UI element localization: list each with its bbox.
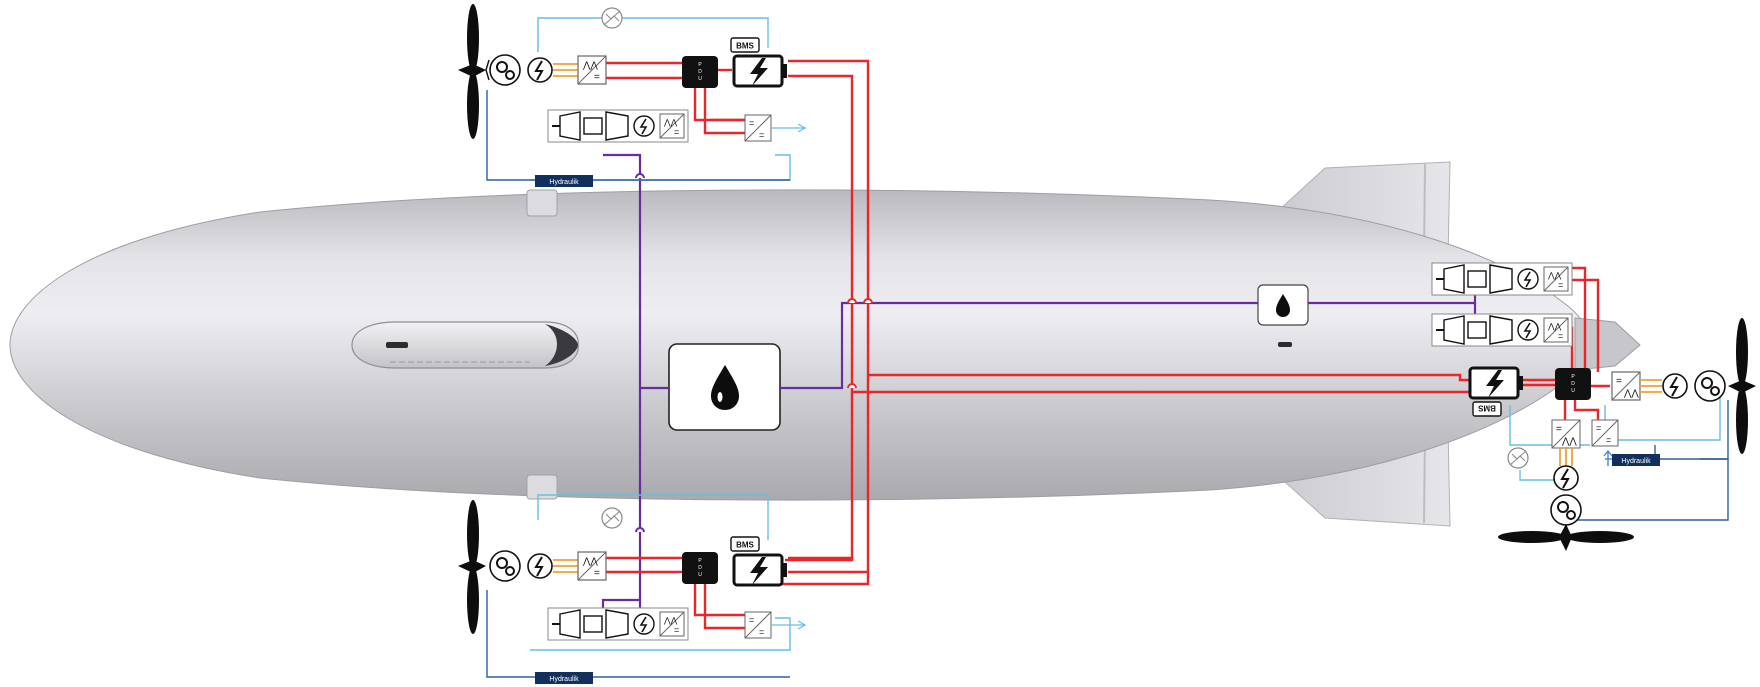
heat-exchanger-icon [601, 7, 623, 29]
propeller-icon [458, 500, 486, 634]
svg-text:=: = [759, 627, 764, 637]
svg-text:D: D [698, 69, 702, 75]
pdu-box: P D U [682, 552, 718, 584]
stern-cone [1574, 317, 1641, 371]
svg-text:⋀⋀: ⋀⋀ [1623, 388, 1639, 398]
gas-turbine-icon: ⋀⋀ = [547, 607, 689, 641]
electric-motor-icon [527, 57, 553, 83]
hydraulic-lines [486, 90, 1729, 678]
bms-label: BMS [736, 42, 754, 51]
svg-text:=: = [1596, 423, 1601, 433]
electric-motor-icon [1662, 373, 1688, 399]
airship-hull [9, 161, 1641, 527]
dc-dc-converter-icon: = = [744, 611, 772, 639]
aft-fuel-tank [1257, 284, 1309, 326]
bms-chip-icon: BMS [730, 37, 760, 53]
gas-turbine-icon: ⋀⋀ = [1431, 313, 1573, 347]
upper-engine-module: ⋀⋀ = P D U BMS [458, 4, 807, 187]
svg-text:=: = [749, 118, 754, 128]
bms-chip-icon: BMS [730, 536, 760, 552]
svg-text:=: = [674, 127, 679, 137]
heat-exchanger-icon [1507, 447, 1529, 469]
hydraulik-tag: Hydraulik [535, 672, 593, 684]
sensor-window [1278, 342, 1292, 347]
svg-text:⋀⋀: ⋀⋀ [1561, 436, 1577, 446]
inverter-icon: ⋀⋀ = [577, 551, 607, 581]
gearbox-icon [1550, 494, 1582, 526]
lower-engine-module: ⋀⋀ = P D U BMS [458, 500, 807, 684]
propeller-icon [1728, 318, 1756, 454]
svg-text:=: = [594, 568, 600, 579]
inverter-icon: = ⋀⋀ [1611, 371, 1641, 401]
fuel-drop-icon [1276, 294, 1290, 317]
gearbox-icon [1694, 370, 1726, 402]
hydraulik-tag: Hydraulik [535, 175, 593, 187]
svg-text:P: P [698, 62, 702, 68]
svg-text:=: = [1556, 424, 1562, 435]
aft-engine-module: ⋀⋀ = ⋀⋀ = BMS P [1431, 262, 1756, 551]
battery-icon [732, 553, 787, 587]
fuel-lines [601, 153, 1477, 615]
svg-text:U: U [698, 76, 702, 82]
hydraulik-label: Hydraulik [549, 676, 579, 683]
battery-icon [732, 54, 787, 88]
propeller-icon [1498, 524, 1634, 551]
pdu-box: P D U [682, 56, 718, 88]
svg-text:P: P [1571, 374, 1575, 380]
battery-icon [1468, 366, 1523, 400]
svg-text:=: = [1558, 331, 1563, 341]
inverter-icon: = ⋀⋀ [1551, 419, 1581, 449]
electric-motor-icon [527, 553, 553, 579]
svg-text:⋀⋀: ⋀⋀ [663, 118, 678, 127]
propeller-icon [458, 4, 486, 139]
svg-text:U: U [698, 572, 702, 578]
dc-dc-converter-icon: = = [1591, 419, 1619, 447]
svg-text:=: = [1606, 435, 1611, 445]
hydraulik-label: Hydraulik [1621, 458, 1651, 465]
gearbox-icon [489, 550, 521, 582]
bms-chip-icon: BMS [1472, 401, 1502, 417]
svg-text:U: U [1571, 388, 1575, 394]
svg-text:⋀⋀: ⋀⋀ [663, 616, 678, 625]
svg-text:=: = [674, 625, 679, 635]
envelope [9, 189, 1591, 501]
dc-dc-converter-icon: = = [744, 114, 772, 142]
gearbox-icon [485, 54, 521, 86]
upper-engine-pylon [526, 189, 558, 217]
gas-turbine-icon: ⋀⋀ = [547, 109, 689, 143]
svg-text:⋀⋀: ⋀⋀ [1547, 322, 1562, 331]
svg-text:=: = [759, 130, 764, 140]
lower-engine-pylon [526, 474, 558, 500]
hydraulik-label: Hydraulik [549, 179, 579, 186]
svg-text:⋀⋀: ⋀⋀ [1547, 271, 1562, 280]
svg-text:D: D [698, 565, 702, 571]
svg-text:⋀⋀: ⋀⋀ [582, 60, 598, 70]
bms-label: BMS [736, 541, 754, 550]
pdu-box: P D U [1555, 368, 1591, 400]
central-fuel-tank [668, 343, 781, 431]
svg-text:⋀⋀: ⋀⋀ [582, 556, 598, 566]
electric-motor-icon [1553, 465, 1579, 491]
svg-text:=: = [1616, 376, 1622, 387]
gas-turbine-icon: ⋀⋀ = [1431, 262, 1573, 296]
svg-text:=: = [1558, 280, 1563, 290]
inverter-icon: ⋀⋀ = [577, 55, 607, 85]
gondola [351, 321, 579, 369]
svg-text:=: = [749, 615, 754, 625]
svg-text:=: = [594, 72, 600, 83]
svg-text:D: D [1571, 381, 1575, 387]
heat-exchanger-icon [601, 507, 623, 529]
svg-text:P: P [698, 558, 702, 564]
bms-label: BMS [1477, 404, 1495, 413]
hydraulik-tag: Hydraulik [1612, 454, 1660, 466]
